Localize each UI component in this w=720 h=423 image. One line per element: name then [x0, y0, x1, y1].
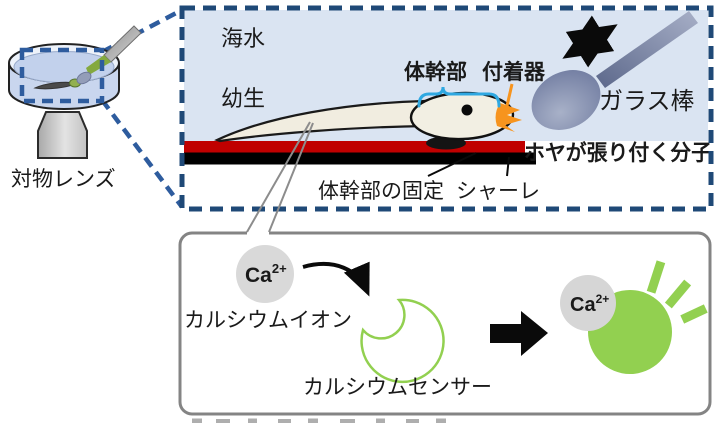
fluorescence-ray [680, 304, 708, 324]
bound-calcium-ion-symbol: Ca2+ [570, 292, 609, 316]
glass-rod-shaft [596, 11, 698, 88]
dish-floor-layer [184, 152, 536, 165]
objective-lens-shape [37, 111, 88, 159]
caption-fragment [376, 418, 385, 423]
push-pull-arrow [562, 15, 618, 68]
caption-fragment [340, 419, 355, 423]
caption-fragment [192, 418, 202, 423]
panel-dashed-border [179, 5, 714, 212]
adhesive-papillae [495, 103, 522, 132]
adhesive-organ-pointer [505, 83, 514, 107]
caption-fragment [436, 418, 446, 423]
calcium-sensor-unbound [360, 298, 445, 384]
reaction-arrow [490, 311, 548, 356]
caption-fragment [406, 419, 419, 423]
zoom-region-outline [19, 47, 105, 104]
fluorescence-rays [646, 260, 708, 324]
calcium-ion-symbol: Ca2+ [245, 261, 287, 287]
calcium-charge-text: 2+ [272, 261, 287, 276]
callout-line-left [246, 121, 311, 233]
zoom-connector-line-top [100, 8, 184, 54]
magnified-panel: 体幹部 付着器 ガラス棒 海水 幼生 ホヤが張り付く分子 体幹部の固定 シャーレ [179, 5, 714, 212]
caption-fragment [278, 419, 291, 423]
caption-fragment [216, 419, 230, 423]
fluorescence-ray [664, 279, 692, 309]
zoom-connector-line-bottom [100, 98, 184, 209]
larva-eye [461, 104, 473, 116]
glass-rod-tip [531, 70, 601, 130]
caption-fragment [308, 418, 318, 423]
bound-calcium-charge-text: 2+ [596, 292, 610, 306]
pipette-green-tip [86, 55, 111, 75]
larva-label: 幼生 [221, 86, 265, 111]
microscope-inset: 対物レンズ [8, 25, 142, 191]
calcium-ion-label: カルシウムイオン [184, 309, 352, 332]
caption-fragment [248, 418, 257, 423]
adhesive-molecule-label: ホヤが張り付く分子 [524, 140, 712, 165]
adhesive-organ-label: 付着器 [482, 60, 546, 84]
trunk-label: 体幹部 [404, 60, 467, 84]
trunk-brace [417, 86, 501, 108]
pipette-shaft [103, 25, 142, 63]
bound-calcium-ion-circle [560, 275, 616, 331]
mini-glass-rod-spoon [76, 71, 92, 85]
calcium-symbol-text: Ca [245, 264, 272, 287]
petri-dish-pointer [506, 156, 510, 177]
fluorescence-ray [646, 260, 666, 294]
callout-gap [247, 229, 269, 237]
calcium-ion-circle [236, 245, 294, 303]
cropped-caption-fragments [192, 418, 446, 423]
glass-rod-label: ガラス棒 [599, 88, 695, 115]
trunk-fixation-label: 体幹部の固定 [318, 180, 444, 203]
binding-arrow [302, 261, 370, 297]
trunk-fixation-pointer [427, 152, 477, 177]
calcium-sensor-panel: Ca2+ カルシウムイオン カルシウムセンサー Ca2+ [178, 121, 712, 416]
adhesive-molecule-layer [184, 141, 525, 153]
calcium-sensor-label: カルシウムセンサー [303, 376, 492, 399]
petri-dish-label: シャーレ [456, 180, 540, 203]
callout-line-right [268, 122, 314, 233]
bound-calcium-symbol-text: Ca [570, 294, 596, 316]
objective-lens-label: 対物レンズ [11, 168, 116, 191]
seawater-label: 海水 [221, 26, 265, 51]
